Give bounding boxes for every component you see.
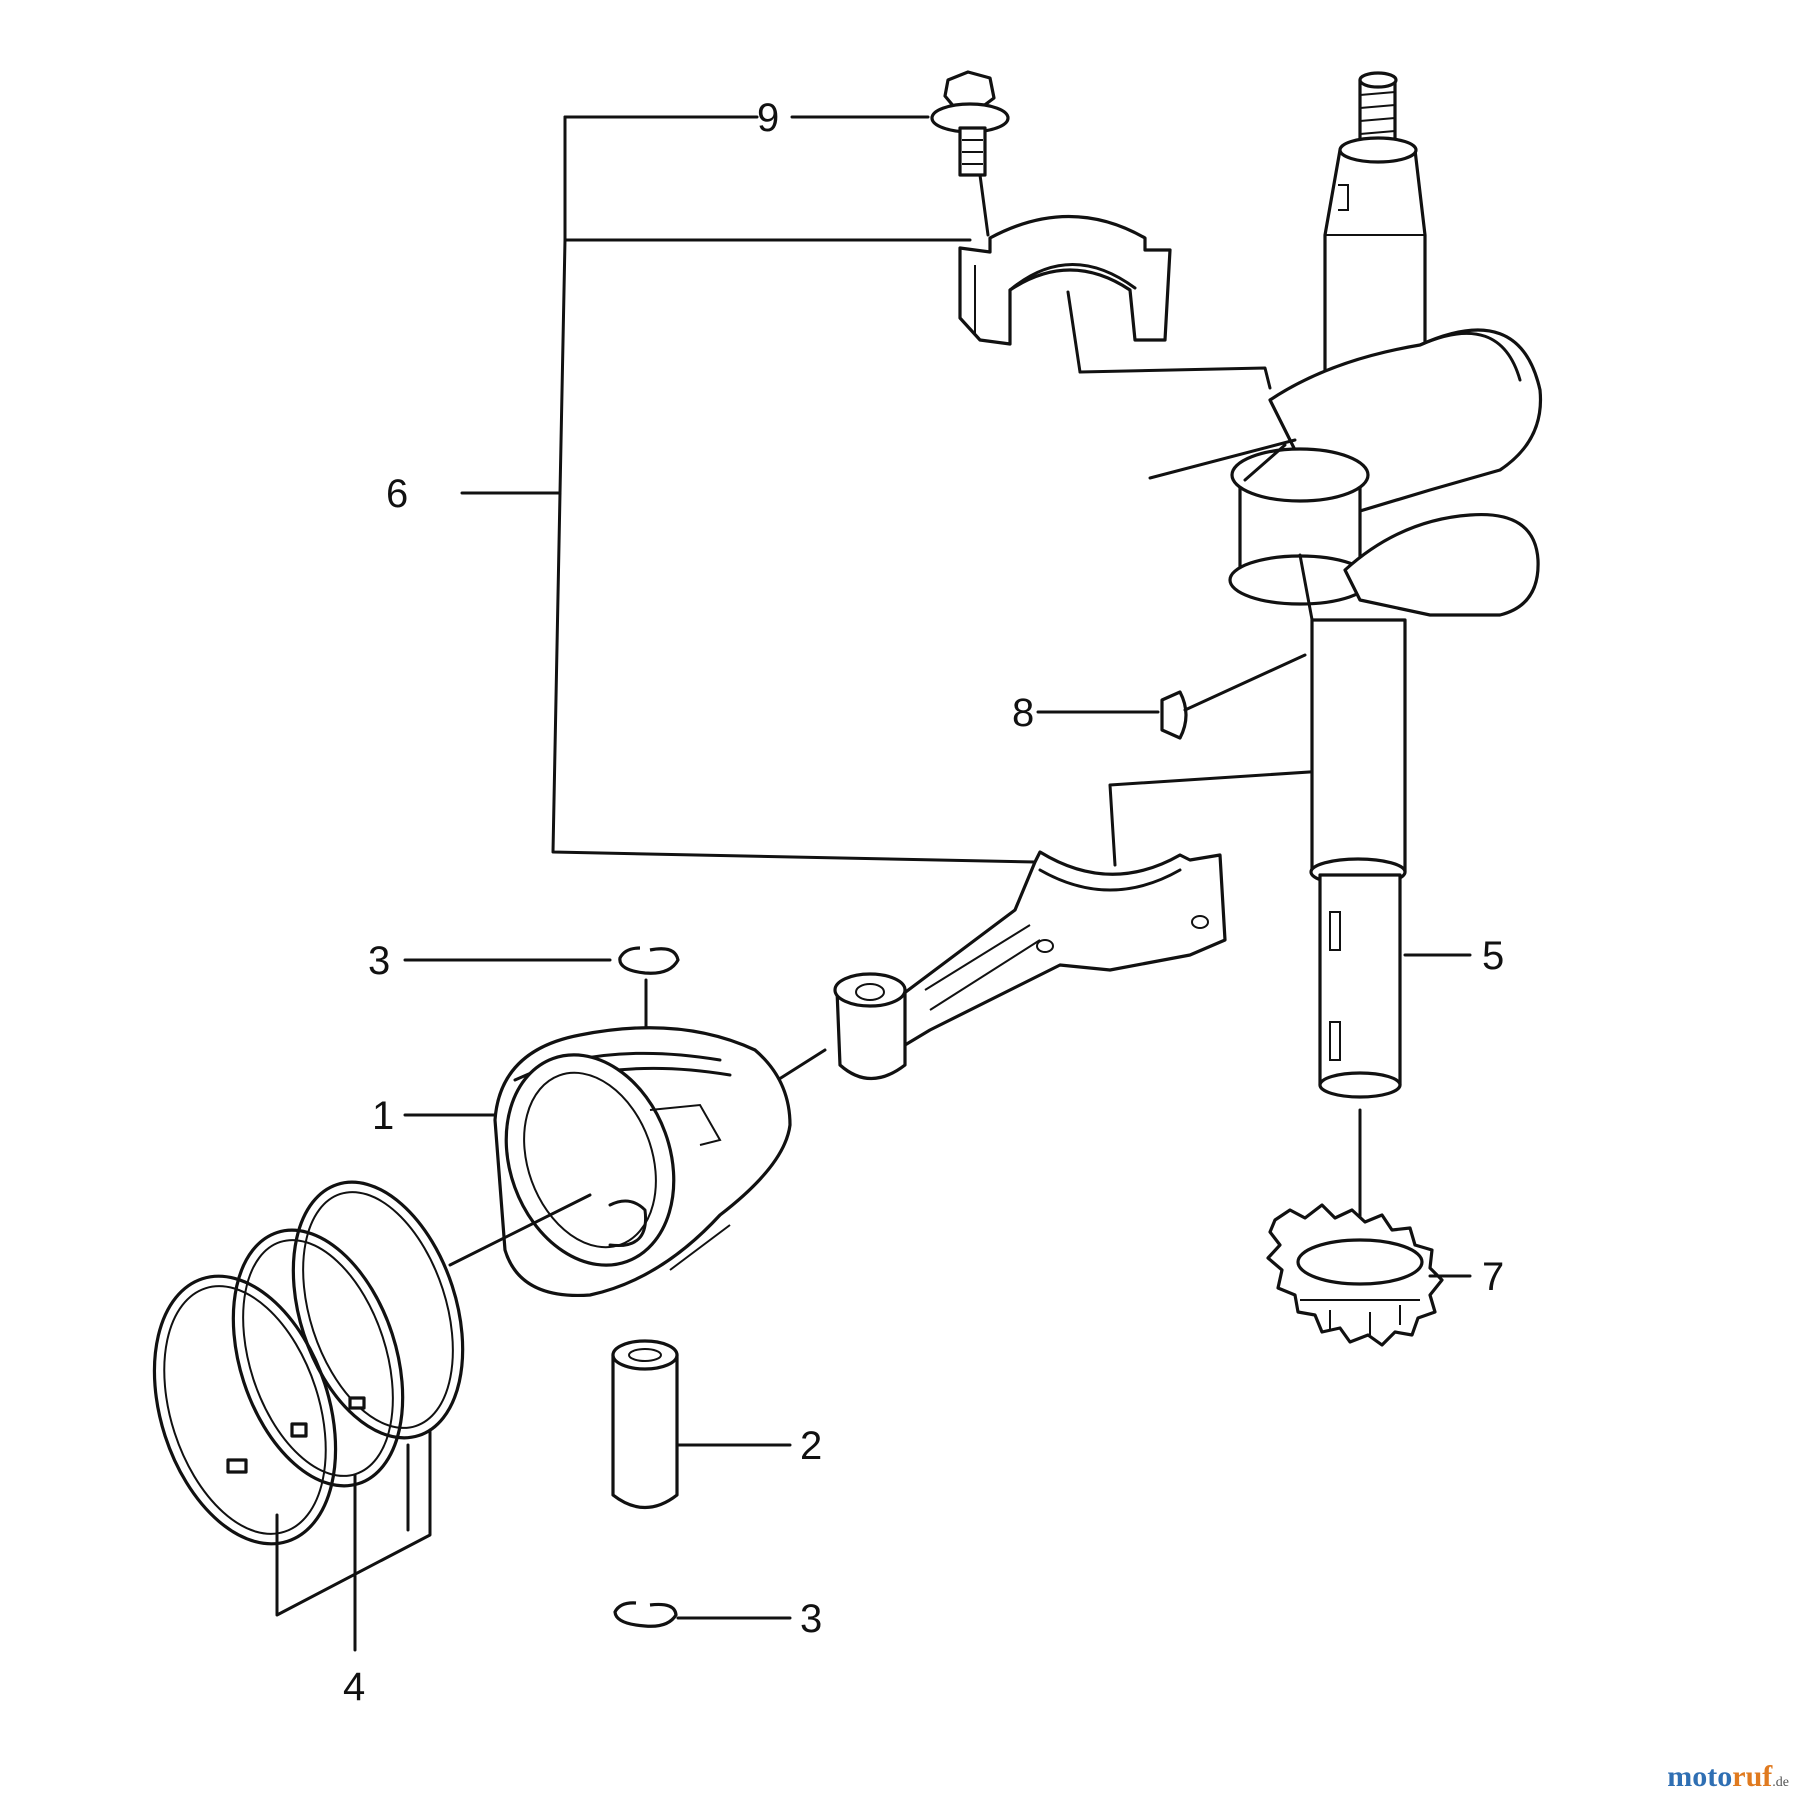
timing-gear-part [1266,1203,1444,1347]
callout-3-top-label: 3 [368,939,390,983]
watermark-part-3: .de [1772,1775,1789,1790]
callout-4-label: 4 [343,1665,365,1709]
woodruff-key-part [1160,653,1307,740]
circlip-top-part [618,946,680,1037]
callout-7-label: 7 [1482,1255,1504,1299]
crankshaft-part [1108,71,1543,1252]
callout-6-bracket [460,115,1037,864]
connecting-rod-part [763,850,1227,1090]
watermark-part-2: ruf [1732,1760,1773,1793]
piston-part [448,1026,792,1298]
piston-pin-part [611,1339,679,1509]
circlip-bottom-part [613,1601,678,1628]
piston-rings-part [152,1180,465,1652]
leader-lines [403,115,1472,1620]
callout-2-label: 2 [800,1424,822,1468]
callout-9-label: 9 [757,96,779,140]
callout-5-label: 5 [1482,934,1504,978]
watermark-part-1: moto [1667,1760,1733,1793]
watermark-logo: motoruf.de [1667,1760,1789,1794]
rod-cap-part [958,214,1272,390]
callout-1-label: 1 [372,1094,394,1138]
callout-6-label: 6 [386,472,408,516]
callout-8-label: 8 [1012,691,1034,735]
bolt-part [930,70,1010,237]
callout-3-bottom-label: 3 [800,1597,822,1641]
